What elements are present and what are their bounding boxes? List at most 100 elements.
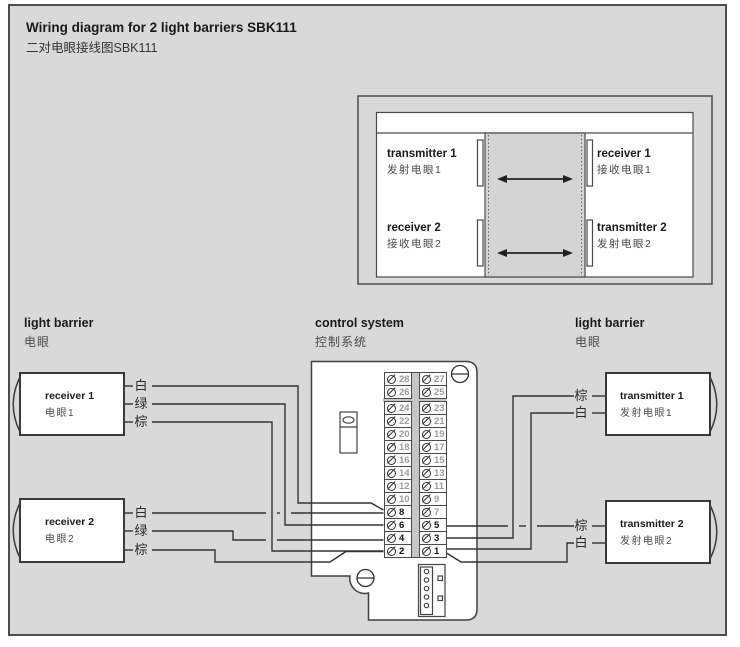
wire-t1-brown [446, 395, 574, 539]
transmitter2-box: transmitter 2 发射电眼2 [605, 500, 711, 564]
wire-color-label-r1-white: 白 [134, 378, 148, 393]
terminal-number: 28 [399, 373, 410, 385]
screw-terminal-icon [387, 455, 396, 465]
terminal-25: 25 [418, 385, 447, 399]
terminal-14: 14 [383, 466, 412, 480]
terminal-number: 3 [434, 532, 440, 544]
terminal-19: 19 [418, 427, 447, 441]
terminal-16: 16 [383, 453, 412, 467]
terminal-3: 3 [418, 531, 447, 545]
terminal-number: 18 [399, 441, 410, 453]
terminal-number: 5 [434, 519, 440, 531]
screw-icon-bottom-left [356, 568, 375, 588]
terminal-15: 15 [418, 453, 447, 467]
lens-arcs [12, 376, 718, 560]
terminal-number: 4 [399, 532, 405, 544]
screw-terminal-icon [387, 494, 396, 504]
terminal-4: 4 [383, 531, 412, 545]
wire-r1-white [152, 385, 384, 511]
screw-terminal-icon [387, 520, 396, 530]
terminal-number: 7 [434, 506, 440, 518]
terminal-7: 7 [418, 505, 447, 519]
section-label-right: light barrier 电眼 [575, 316, 645, 349]
sensor-brackets [476, 139, 594, 267]
terminal-number: 6 [399, 519, 405, 531]
terminal-27: 27 [418, 372, 447, 386]
terminal-number: 1 [434, 545, 440, 557]
beam-arrow-icon-top [497, 175, 573, 183]
lens-arc-transmitter1 [709, 376, 718, 433]
overview-label-receiver2: receiver 2 接收电眼2 [387, 222, 443, 250]
wire-r2-green [152, 530, 266, 541]
screw-terminal-icon [422, 507, 431, 517]
screw-terminal-icon [387, 416, 396, 426]
screw-terminal-icon [387, 374, 396, 384]
terminal-number: 16 [399, 454, 410, 466]
terminal-number: 27 [434, 373, 445, 385]
lens-arc-receiver2 [12, 502, 21, 559]
section-label-center: control system 控制系统 [315, 316, 404, 349]
terminal-number: 13 [434, 467, 445, 479]
terminal-23: 23 [418, 401, 447, 415]
terminal-number: 26 [399, 386, 410, 398]
screw-terminal-icon [387, 507, 396, 517]
receiver2-box: receiver 2 电眼2 [19, 498, 125, 563]
terminal-number: 12 [399, 480, 410, 492]
terminal-21: 21 [418, 414, 447, 428]
terminal-center-strip [411, 372, 419, 558]
terminal-13: 13 [418, 466, 447, 480]
wire-color-label-t2-white: 白 [574, 535, 588, 550]
screw-terminal-icon [422, 494, 431, 504]
terminal-1: 1 [418, 544, 447, 558]
terminal-10: 10 [383, 492, 412, 506]
wire-color-label-t1-white: 白 [574, 405, 588, 420]
terminal-number: 10 [399, 493, 410, 505]
wire-layer [125, 385, 606, 563]
screw-terminal-icon [387, 387, 396, 397]
screw-terminal-icon [422, 416, 431, 426]
screw-terminal-icon [422, 533, 431, 543]
fuse-component [339, 411, 358, 454]
overview-label-transmitter1: transmitter 1 发射电眼1 [387, 148, 457, 176]
terminal-number: 22 [399, 415, 410, 427]
screw-terminal-icon [422, 387, 431, 397]
wire-color-label-r1-brown: 棕 [134, 414, 148, 429]
overview-box [357, 95, 713, 285]
plug-connector [417, 563, 446, 618]
screw-terminal-icon [422, 520, 431, 530]
receiver1-box: receiver 1 电眼1 [19, 372, 125, 436]
screw-terminal-icon [387, 429, 396, 439]
wire-t1-white [446, 412, 574, 550]
terminal-18: 18 [383, 440, 412, 454]
terminal-9: 9 [418, 492, 447, 506]
wire-color-label-t2-brown: 棕 [574, 518, 588, 533]
wire-color-label-r2-white: 白 [134, 505, 148, 520]
screw-terminal-icon [422, 429, 431, 439]
wire-r1-green [152, 403, 384, 526]
terminal-number: 9 [434, 493, 440, 505]
screw-terminal-icon [422, 442, 431, 452]
wire-color-label-r2-brown: 棕 [134, 542, 148, 557]
screw-terminal-icon [422, 455, 431, 465]
wire-r2-brown [152, 549, 384, 563]
terminal-number: 21 [434, 415, 445, 427]
terminal-number: 24 [399, 402, 410, 414]
terminal-number: 2 [399, 545, 405, 557]
wire-r1-brown [152, 421, 384, 552]
terminal-number: 20 [399, 428, 410, 440]
screw-terminal-icon [387, 468, 396, 478]
overview-label-receiver1: receiver 1 接收电眼1 [597, 148, 653, 176]
terminal-24: 24 [383, 401, 412, 415]
terminal-number: 23 [434, 402, 445, 414]
section-label-left: light barrier 电眼 [24, 316, 94, 349]
terminal-28: 28 [383, 372, 412, 386]
terminal-17: 17 [418, 440, 447, 454]
terminal-number: 14 [399, 467, 410, 479]
wire-color-label-r1-green: 绿 [134, 396, 148, 411]
terminal-number: 19 [434, 428, 445, 440]
sensor-bracket-top-left [476, 139, 484, 187]
page-title-zh: 二对电眼接线图SBK111 [26, 41, 158, 55]
overview-label-transmitter2: transmitter 2 发射电眼2 [597, 222, 667, 250]
wire-color-label-t1-brown: 棕 [574, 388, 588, 403]
terminal-number: 11 [434, 480, 445, 492]
